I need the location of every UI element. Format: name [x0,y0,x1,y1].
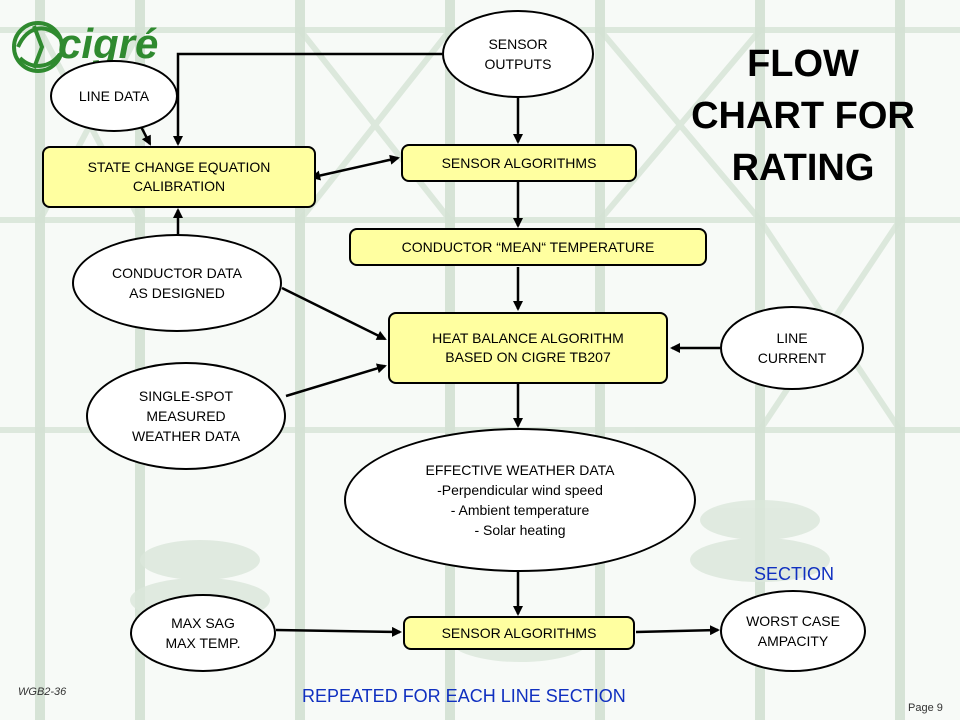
line-data-node: LINE DATA [50,60,178,132]
single-spot-line-2: MEASURED [146,408,226,424]
arrow-sensor-outputs-to-state-change [173,52,442,146]
single-spot-node: SINGLE-SPOT MEASURED WEATHER DATA [86,362,286,470]
conductor-data-line-1: CONDUCTOR DATA [112,265,242,281]
arrow-max-sag-to-sensor-algorithms [275,626,402,637]
repeated-label: REPEATED FOR EACH LINE SECTION [302,686,626,706]
arrow-conductor-data-to-heat-balance [281,286,387,341]
line-data-label: LINE DATA [78,88,150,104]
state-change-line-1: STATE CHANGE EQUATION [87,159,271,175]
arrow-single-spot-to-heat-balance [285,363,387,398]
title-line-2: CHART FOR [691,95,915,137]
cigre-logo-text: cigré [58,20,159,67]
arrow-state-change-sensor-algorithms [310,154,400,181]
sensor-outputs-node: SENSOR OUTPUTS [442,10,594,98]
page-number: Page 9 [908,702,943,714]
sensor-outputs-line-1: SENSOR [488,36,548,52]
page-title: FLOW CHART FOR RATING [668,38,938,194]
effective-weather-line-4: - Solar heating [474,522,566,538]
max-sag-line-2: MAX TEMP. [165,635,241,651]
sensor-algorithms-bottom-label: SENSOR ALGORITHMS [441,624,597,641]
worst-case-line-2: AMPACITY [757,633,829,649]
title-line-1: FLOW [747,43,859,85]
effective-weather-line-2: -Perpendicular wind speed [437,482,603,498]
arrow-sensor-algorithms-to-worst-case [635,625,720,636]
heat-balance-line-2: BASED ON CIGRE TB207 [445,349,611,365]
conductor-data-line-2: AS DESIGNED [129,285,225,301]
single-spot-line-3: WEATHER DATA [131,428,241,444]
effective-weather-line-1: EFFECTIVE WEATHER DATA [425,462,615,478]
worst-case-node: WORST CASE AMPACITY [720,590,866,672]
effective-weather-line-3: - Ambient temperature [450,502,590,518]
title-line-3: RATING [731,147,875,189]
conductor-mean-temp-label: CONDUCTOR “MEAN“ TEMPERATURE [401,238,655,255]
effective-weather-node: EFFECTIVE WEATHER DATA -Perpendicular wi… [344,428,696,572]
state-change-node: STATE CHANGE EQUATION CALIBRATION [42,146,316,208]
sensor-outputs-line-2: OUTPUTS [484,56,552,72]
doc-id: WGB2-36 [18,686,67,698]
line-current-line-2: CURRENT [757,350,827,366]
section-label: SECTION [754,564,835,584]
conductor-mean-temp-node: CONDUCTOR “MEAN“ TEMPERATURE [349,228,707,266]
state-change-line-2: CALIBRATION [132,178,226,194]
cigre-logo [12,21,64,73]
single-spot-line-1: SINGLE-SPOT [138,388,234,404]
max-sag-node: MAX SAG MAX TEMP. [130,594,276,672]
max-sag-line-1: MAX SAG [171,615,235,631]
line-current-node: LINE CURRENT [720,306,864,390]
line-current-line-1: LINE [776,330,808,346]
worst-case-line-1: WORST CASE [746,613,840,629]
heat-balance-node: HEAT BALANCE ALGORITHM BASED ON CIGRE TB… [388,312,668,384]
sensor-algorithms-top-node: SENSOR ALGORITHMS [401,144,637,182]
heat-balance-line-1: HEAT BALANCE ALGORITHM [432,330,624,346]
sensor-algorithms-top-label: SENSOR ALGORITHMS [441,154,597,171]
conductor-data-node: CONDUCTOR DATA AS DESIGNED [72,234,282,332]
sensor-algorithms-bottom-node: SENSOR ALGORITHMS [403,616,635,650]
